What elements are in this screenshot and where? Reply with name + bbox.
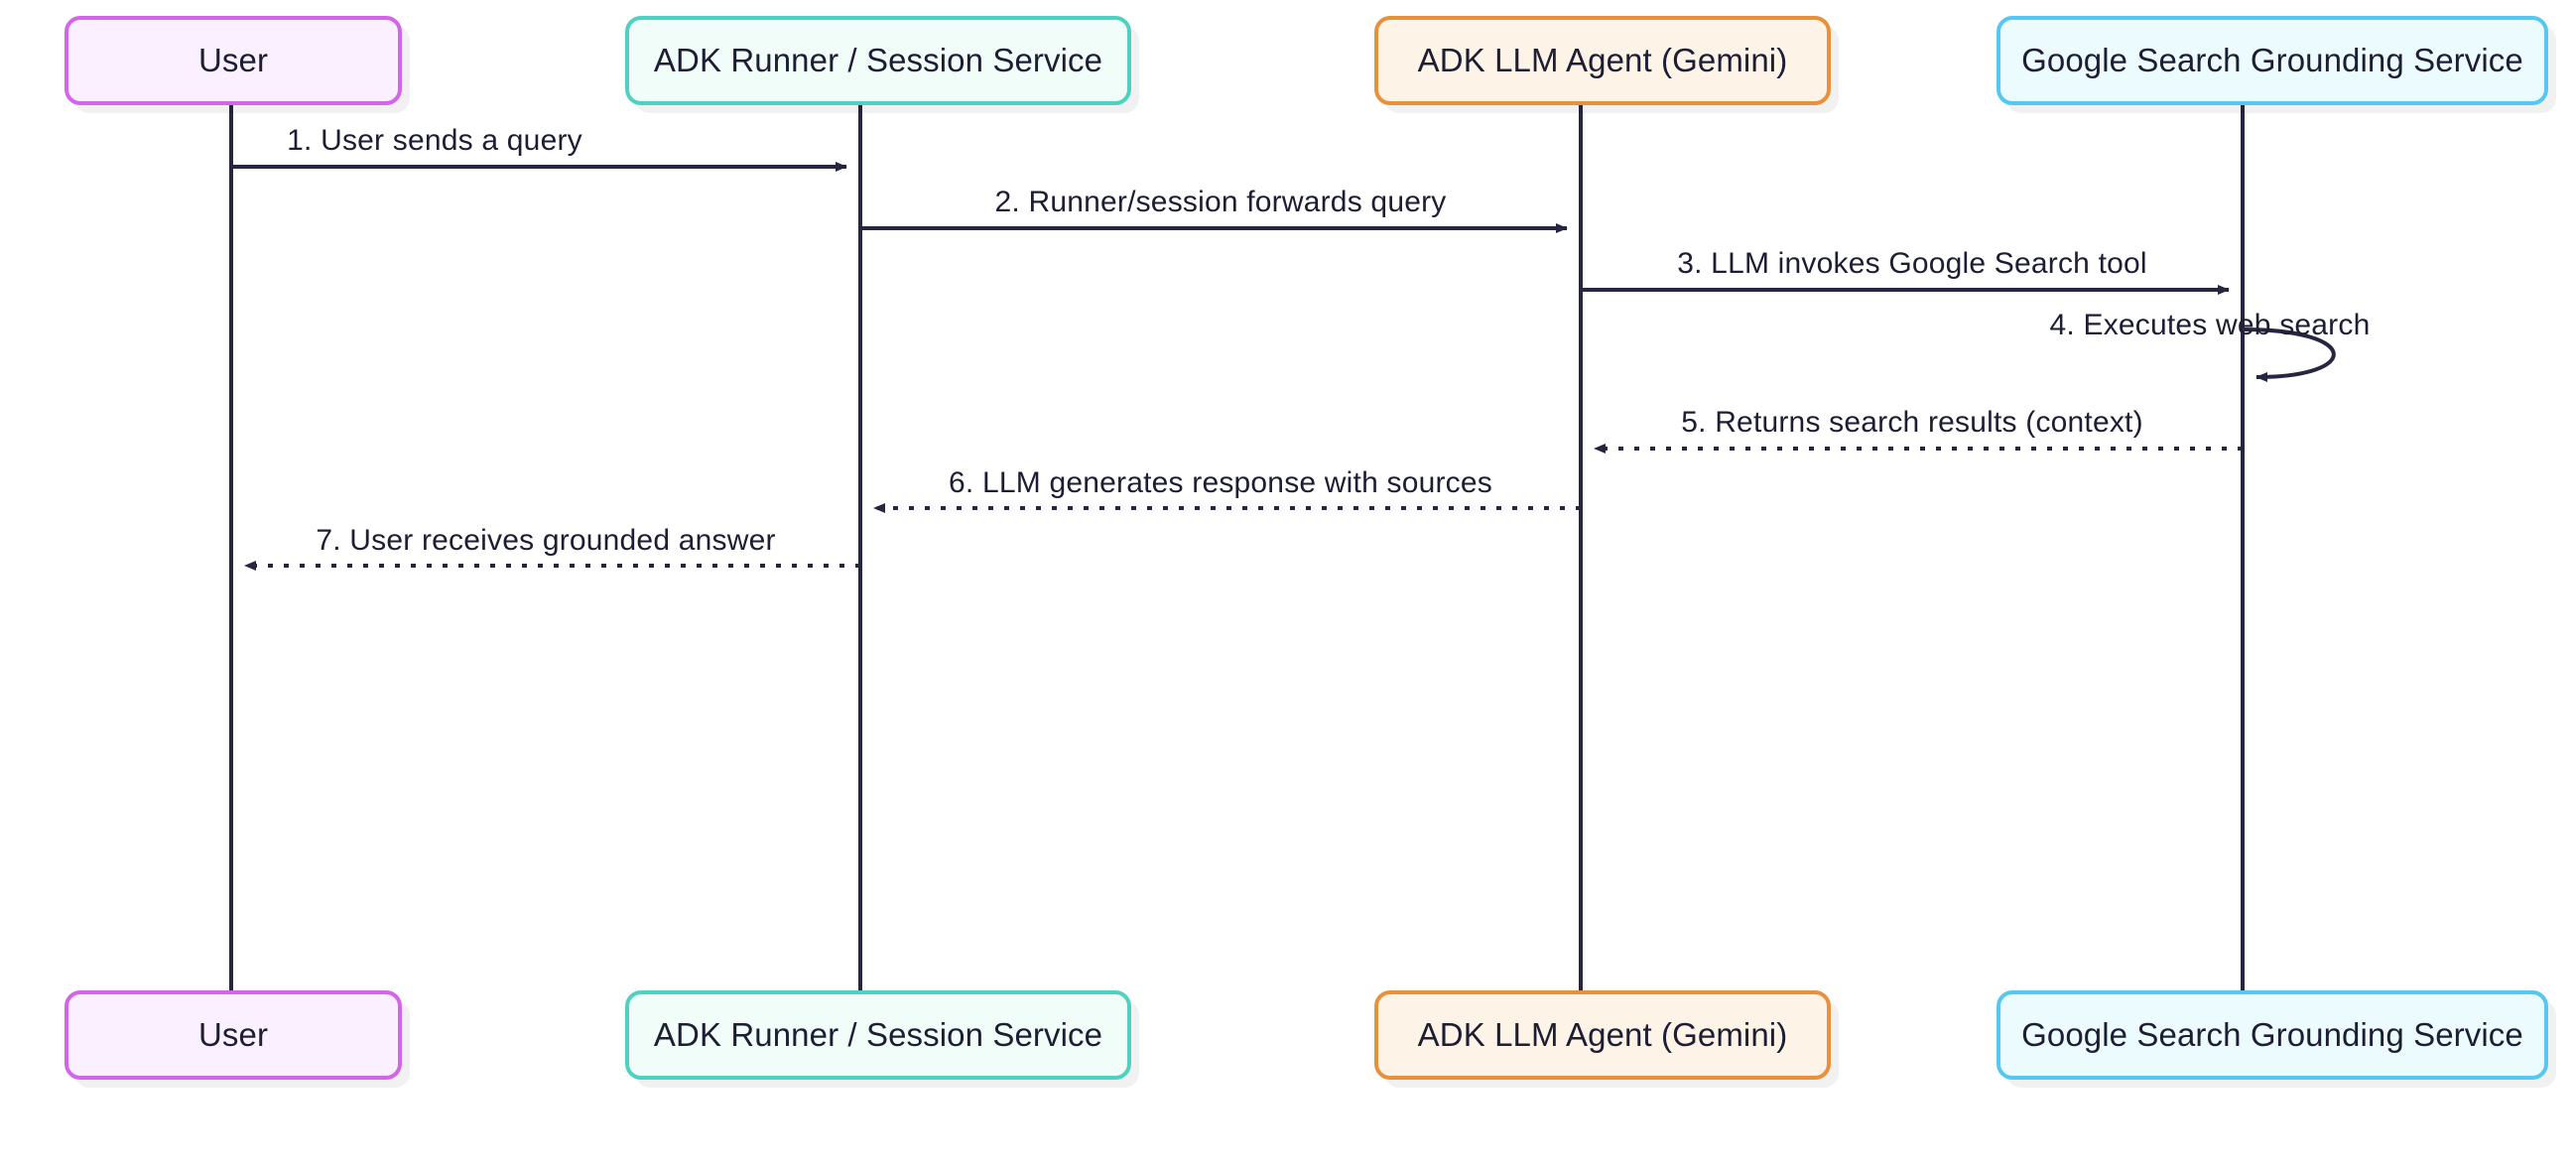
actor-label-runner: ADK Runner / Session Service (653, 1016, 1103, 1054)
actor-box-agent-top[interactable]: ADK LLM Agent (Gemini) (1374, 16, 1831, 105)
message-arrows-group (231, 162, 2336, 571)
actor-box-agent-bottom[interactable]: ADK LLM Agent (Gemini) (1374, 990, 1831, 1080)
actor-box-runner-bottom[interactable]: ADK Runner / Session Service (625, 990, 1131, 1080)
actor-label-agent: ADK LLM Agent (Gemini) (1417, 42, 1788, 79)
message-label-6: 6. LLM generates response with sources (949, 466, 1492, 499)
message-label-3: 3. LLM invokes Google Search tool (1677, 247, 2147, 280)
lifelines-group (229, 105, 2245, 996)
actor-label-user: User (197, 1016, 269, 1054)
actor-label-search: Google Search Grounding Service (2021, 42, 2523, 79)
actor-label-search: Google Search Grounding Service (2021, 1016, 2523, 1054)
actor-label-agent: ADK LLM Agent (Gemini) (1417, 1016, 1788, 1054)
message-label-1: 1. User sends a query (287, 124, 582, 157)
actor-label-runner: ADK Runner / Session Service (653, 42, 1103, 79)
actor-box-user-bottom[interactable]: User (64, 990, 402, 1080)
actor-box-search-top[interactable]: Google Search Grounding Service (1996, 16, 2548, 105)
actor-box-user-top[interactable]: User (64, 16, 402, 105)
message-label-5: 5. Returns search results (context) (1681, 406, 2143, 439)
actor-label-user: User (197, 42, 269, 79)
actor-box-runner-top[interactable]: ADK Runner / Session Service (625, 16, 1131, 105)
message-label-7: 7. User receives grounded answer (316, 524, 776, 557)
message-label-2: 2. Runner/session forwards query (994, 186, 1447, 218)
message-arrow-4 (2242, 327, 2336, 382)
actor-box-search-bottom[interactable]: Google Search Grounding Service (1996, 990, 2548, 1080)
message-label-4: 4. Executes web search (2049, 309, 2371, 341)
